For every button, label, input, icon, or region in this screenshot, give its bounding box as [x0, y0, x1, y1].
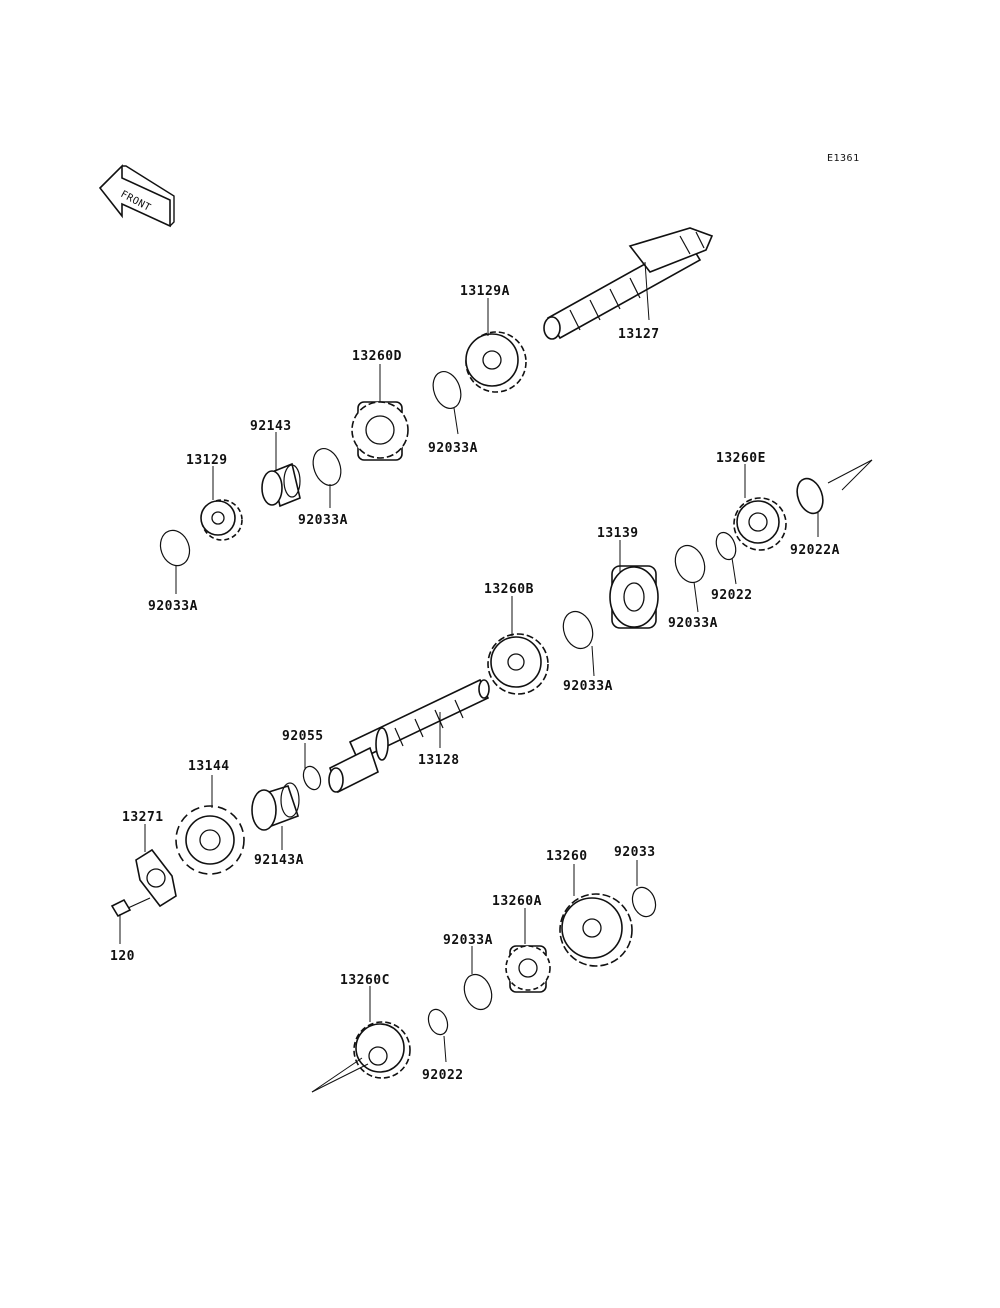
label-92143A: 92143A: [254, 853, 304, 868]
gear-13260A: [505, 945, 551, 993]
label-13260A: 13260A: [492, 894, 542, 909]
bolt-120: [110, 897, 151, 918]
gear-13260: [559, 893, 633, 967]
label-13260C: 13260C: [340, 973, 390, 988]
label-92033A-6: 92033A: [443, 933, 493, 948]
label-92022A: 92022A: [790, 543, 840, 558]
output-shaft-13127: [543, 227, 714, 340]
diagram-code: E1361: [827, 153, 860, 164]
washer-92022A: [796, 477, 824, 515]
label-92033A-2: 92033A: [298, 513, 348, 528]
collar-92143A: [251, 782, 300, 831]
circlip-92033A-2: [312, 448, 342, 486]
label-92143: 92143: [250, 419, 292, 434]
gear-13260E: [733, 497, 787, 551]
washer-92022-1: [715, 531, 737, 561]
label-92033A-3: 92033A: [148, 599, 198, 614]
label-13271: 13271: [122, 810, 164, 825]
gear-13260D: [351, 401, 409, 461]
label-13127: 13127: [618, 327, 660, 342]
collar-92143: [261, 462, 301, 508]
label-92033: 92033: [614, 845, 656, 860]
gear-13129A: [465, 331, 527, 393]
sprocket-13144: [175, 805, 245, 875]
front-arrow-icon: FRONT: [98, 164, 175, 228]
label-13260D: 13260D: [352, 349, 402, 364]
label-13129A: 13129A: [460, 284, 510, 299]
gear-13139: [609, 565, 659, 629]
plate-13271: [135, 848, 177, 908]
part-labels: 13127 13129A 13260D 92033A 92143 13129 9…: [110, 284, 840, 1083]
gear-13129: [200, 499, 243, 541]
drive-shaft-13128: [328, 678, 490, 794]
circlip-92033A-1: [432, 371, 462, 409]
label-13260B: 13260B: [484, 582, 534, 597]
circlip-92033: [631, 886, 657, 918]
label-92033A-1: 92033A: [428, 441, 478, 456]
circlip-92033A-3: [159, 529, 191, 567]
label-13260E: 13260E: [716, 451, 766, 466]
label-92022-1: 92022: [711, 588, 753, 603]
label-92022-2: 92022: [422, 1068, 464, 1083]
label-92033A-5: 92033A: [563, 679, 613, 694]
label-13139: 13139: [597, 526, 639, 541]
label-13128: 13128: [418, 753, 460, 768]
circlip-92033A-4: [674, 544, 706, 584]
label-13129: 13129: [186, 453, 228, 468]
leader-lines: [119, 261, 819, 1063]
circlip-92033A-6: [463, 973, 493, 1011]
label-13144: 13144: [188, 759, 230, 774]
circlip-92055: [302, 765, 322, 791]
pointer-arrow-upper-right: [827, 459, 873, 491]
label-92033A-4: 92033A: [668, 616, 718, 631]
circlip-92033A-5: [562, 610, 594, 650]
label-120: 120: [110, 949, 135, 964]
washer-92022-2: [427, 1008, 449, 1036]
gear-13260B: [487, 633, 549, 695]
pointer-arrow-lower-left: [311, 1057, 369, 1093]
gear-13260C: [353, 1021, 411, 1079]
label-92055: 92055: [282, 729, 324, 744]
label-13260: 13260: [546, 849, 588, 864]
